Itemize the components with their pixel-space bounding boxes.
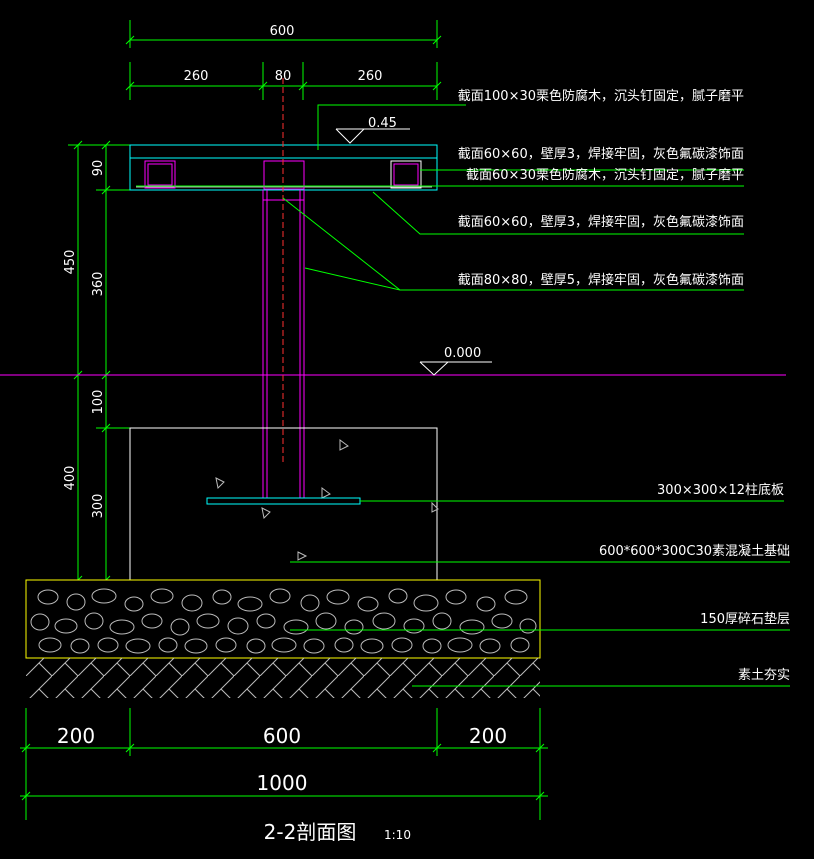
drawing-title: 2-2剖面图 1:10 — [264, 820, 411, 844]
steel-tube-left-inner — [147, 163, 173, 186]
note-gravel: 150厚碎石垫层 — [700, 611, 790, 627]
steel-column — [262, 190, 305, 498]
dim-bottom-right: 200 — [469, 724, 507, 748]
dim-left-footing: 300 — [91, 494, 106, 519]
dim-left-lower-total: 400 — [63, 466, 78, 491]
dim-bottom-middle: 600 — [263, 724, 301, 748]
note-soil: 素土夯实 — [738, 668, 790, 683]
elevation-ground-label: 0.000 — [444, 346, 481, 361]
dim-left-column: 360 — [91, 272, 106, 297]
top-dimensions: 600 260 80 260 — [125, 20, 442, 100]
dim-top-left: 260 — [184, 69, 209, 84]
dim-left-upper-total: 450 — [63, 250, 78, 275]
note-tube-60: 截面60×60，壁厚3，焊接牢固，灰色氟碳漆饰面 — [458, 146, 744, 162]
gravel-bed — [25, 579, 541, 659]
note-tube-60-b: 截面60×60，壁厚3，焊接牢固，灰色氟碳漆饰面 — [458, 214, 744, 230]
dim-top-overall: 600 — [270, 24, 295, 39]
note-wood-60x30: 截面60×30栗色防腐木，沉头钉固定，腻子磨平 — [466, 167, 744, 183]
base-plate — [206, 497, 361, 505]
annotation-leaders — [136, 104, 790, 687]
steel-tube-left — [144, 160, 176, 189]
dim-left-beam: 90 — [91, 160, 106, 177]
title-scale: 1:10 — [384, 828, 411, 842]
elevation-top: 0.45 — [335, 116, 410, 144]
steel-tube-right-inner — [393, 163, 419, 186]
steel-tube-right — [390, 160, 422, 189]
elevation-top-label: 0.45 — [368, 116, 397, 131]
steel-tube-center — [263, 160, 305, 190]
note-base-plate: 300×300×12柱底板 — [657, 482, 784, 498]
note-top-plank: 截面100×30栗色防腐木，沉头钉固定，腻子磨平 — [458, 88, 744, 104]
left-dimensions: 450 90 360 100 400 300 — [63, 140, 130, 585]
dim-top-middle: 80 — [275, 69, 292, 84]
note-tube-80: 截面80×80，壁厚5，焊接牢固，灰色氟碳漆饰面 — [458, 272, 744, 288]
annotations: 截面100×30栗色防腐木，沉头钉固定，腻子磨平 截面60×60，壁厚3，焊接牢… — [458, 88, 790, 683]
dim-left-above-grade: 100 — [91, 390, 106, 415]
title-name: 2-2剖面图 — [264, 820, 357, 844]
bottom-dimensions: 200 600 200 1000 — [20, 708, 548, 820]
dim-top-right: 260 — [358, 69, 383, 84]
dim-bottom-left: 200 — [57, 724, 95, 748]
note-foundation: 600*600*300C30素混凝土基础 — [599, 543, 790, 559]
compacted-soil — [26, 658, 540, 698]
dim-bottom-overall: 1000 — [257, 771, 308, 795]
elevation-ground: 0.000 — [419, 346, 492, 376]
